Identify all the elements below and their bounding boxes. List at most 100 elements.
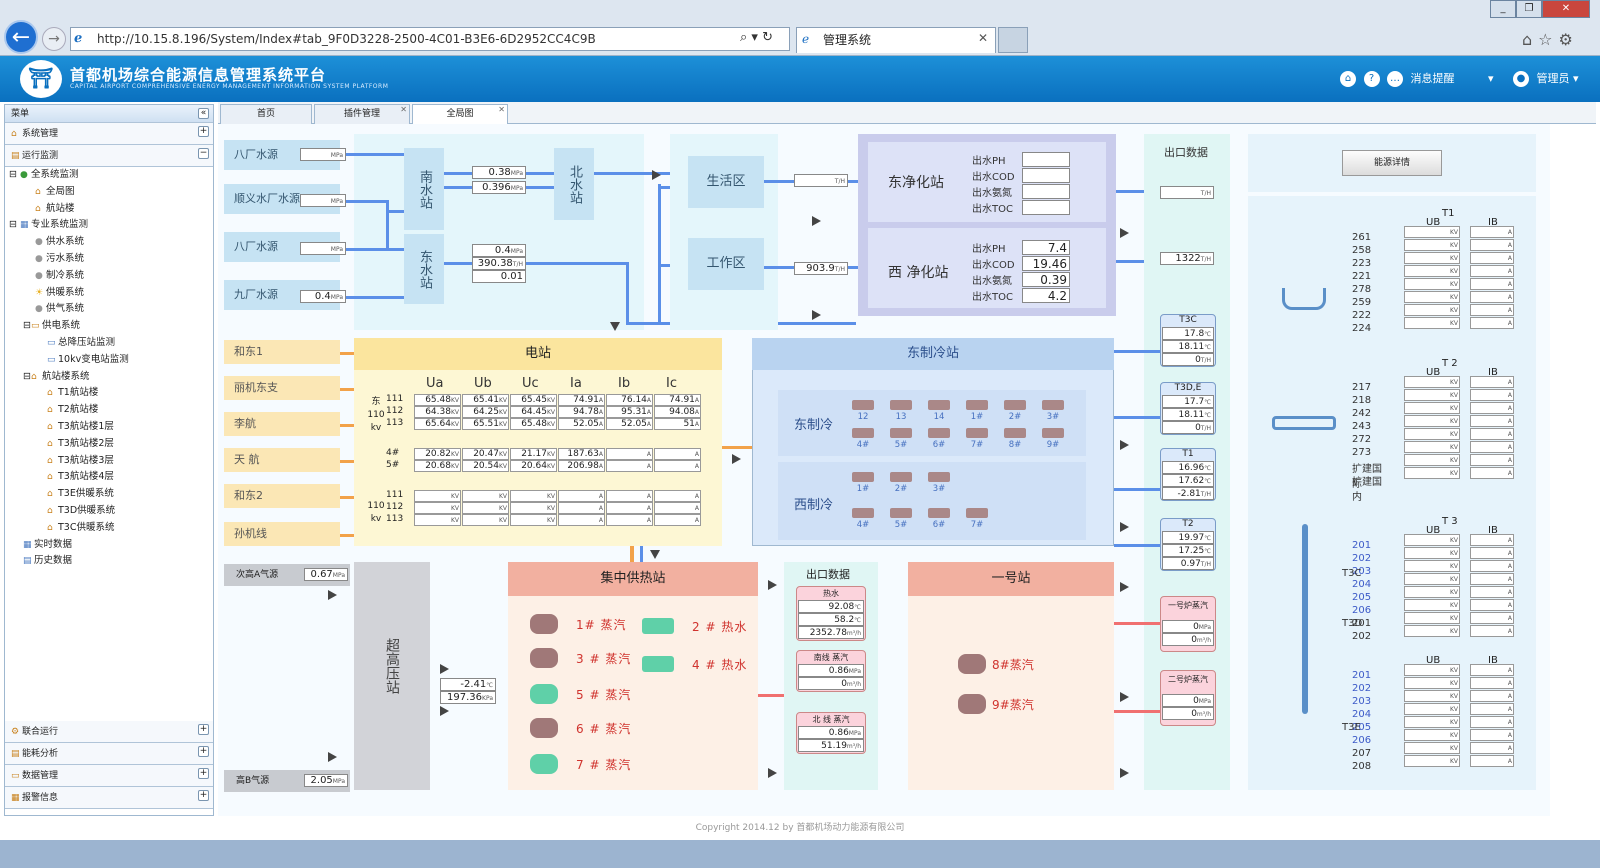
tree-item[interactable]: ●制冷系统 <box>35 269 85 281</box>
tree-item[interactable]: ⊟ ▦专业系统监测 <box>9 219 88 231</box>
gas-b-value: 2.05MPa <box>304 774 348 787</box>
tree-item[interactable]: ⌂航站楼 <box>35 202 75 214</box>
tree-item[interactable]: ⊟▭供电系统 <box>23 320 80 332</box>
export-value: 16.96℃ <box>1162 461 1214 474</box>
terminal-row-label: 206 <box>1352 735 1372 746</box>
power-row-label: 4# <box>386 448 400 458</box>
power-cell: 20.68KV <box>414 460 461 472</box>
tree-item[interactable]: ●污水系统 <box>35 252 85 264</box>
chiller-label: 7# <box>970 520 984 530</box>
terminal-ib-cell: A <box>1470 547 1514 559</box>
export-value: 0T/H <box>1162 353 1214 366</box>
gas-a-value: 0.67MPa <box>304 568 348 581</box>
tree-item[interactable]: ⊟⌂航站楼系统 <box>23 370 90 382</box>
tree-item[interactable]: ⊟ ●全系统监测 <box>9 169 79 180</box>
sidebar-item-alarm[interactable]: ▦报警信息+ <box>5 787 213 809</box>
boiler-icon <box>530 684 558 704</box>
tree-item[interactable]: ▦实时数据 <box>23 538 73 550</box>
power-cell: 65.48KV <box>510 418 557 430</box>
terminal-ib-cell: A <box>1470 677 1514 689</box>
export-group-name: T3D,E <box>1174 383 1202 393</box>
power-row-label: 5# <box>386 460 400 470</box>
search-refresh-icon[interactable]: ⌕ ▾ ↻ <box>740 30 773 45</box>
power-cell: 64.25KV <box>462 406 509 418</box>
browser-tab[interactable]: 管理系统 <box>796 27 996 53</box>
maximize-icon[interactable]: ❐ <box>1516 0 1542 18</box>
terminal-row-label: 扩建国内 <box>1352 477 1382 503</box>
terminal-row-label: 205 <box>1352 722 1372 733</box>
close-tab-icon[interactable]: ✕ <box>978 31 989 45</box>
chat-icon[interactable]: … <box>1387 71 1403 87</box>
tree-item[interactable]: ⌂T3航站楼3层 <box>47 454 114 466</box>
tree-item[interactable]: ▭总降压站监测 <box>47 336 116 348</box>
heat-export-value: 0.86MPa <box>798 726 864 739</box>
chiller-label: 8# <box>1008 440 1022 450</box>
forward-icon[interactable]: → <box>42 27 66 51</box>
tree-item[interactable]: ⌂T3航站楼2层 <box>47 437 114 449</box>
terminal-ib-cell: A <box>1470 560 1514 572</box>
tree-item[interactable]: ⌂T3航站楼4层 <box>47 471 114 483</box>
chiller-icon <box>852 428 874 438</box>
terminal-ib-cell: A <box>1470 690 1514 702</box>
tree-item[interactable]: ●供水系统 <box>35 236 85 248</box>
heat-steam-item: 7 # 蒸汽 <box>576 758 632 772</box>
terminal-ub-cell: KV <box>1404 239 1460 251</box>
sidebar-item-joint[interactable]: ⚙联合运行+ <box>5 721 213 743</box>
home-icon[interactable]: ⌂ <box>1340 71 1356 87</box>
sidebar-item-monitor[interactable]: ▤运行监测− <box>5 145 213 167</box>
tree-item[interactable]: ⌂T3D供暖系统 <box>47 504 116 516</box>
sidebar-item-energy[interactable]: ▤能耗分析+ <box>5 743 213 765</box>
ib-header: IB <box>1488 655 1498 666</box>
home-star-gear-icons[interactable]: ⌂☆⚙ <box>1522 30 1579 49</box>
power-cell: 94.08A <box>654 406 701 418</box>
energy-detail-button[interactable]: 能源详情 <box>1342 150 1442 176</box>
terminal-ub-cell: KV <box>1404 625 1460 637</box>
terminal-ub-cell: KV <box>1404 690 1460 702</box>
chiller-label: 14 <box>933 412 945 422</box>
window-controls: _ ❐ ✕ <box>1490 0 1600 18</box>
collapse-sidebar-icon[interactable]: « <box>198 108 209 119</box>
east-flow: 390.38T/H <box>472 257 526 270</box>
power-cell: KV <box>414 490 461 502</box>
minimize-icon[interactable]: _ <box>1490 0 1516 18</box>
sidebar-item-data[interactable]: ▭数据管理+ <box>5 765 213 787</box>
tree-item[interactable]: ⌂T3E供暖系统 <box>47 488 114 500</box>
tree-item[interactable]: ☀供暖系统 <box>35 286 85 298</box>
tree-item[interactable]: ▤历史数据 <box>23 555 73 567</box>
notify-link[interactable]: 消息提醒 <box>1410 72 1455 85</box>
export-value: 17.25℃ <box>1162 544 1214 557</box>
chiller-label: 7# <box>970 440 984 450</box>
new-tab-button[interactable] <box>998 27 1028 53</box>
ub-header: UB <box>1426 655 1441 666</box>
terminal-row-label: 202 <box>1352 683 1372 694</box>
terminal-ub-cell: KV <box>1404 729 1460 741</box>
terminal-ib-cell: A <box>1470 428 1514 440</box>
tree-item[interactable]: ●供气系统 <box>35 303 85 315</box>
user-name[interactable]: 管理员 <box>1536 72 1570 85</box>
terminal-ub-cell: KV <box>1404 599 1460 611</box>
tab-plugins[interactable]: 插件管理✕ <box>314 104 410 124</box>
living-flow: T/H <box>794 174 848 187</box>
power-cell: A <box>558 502 605 514</box>
tree-item[interactable]: ⌂T3航站楼1层 <box>47 420 114 432</box>
terminal-row-label: 224 <box>1352 323 1372 334</box>
work-zone: 工作区 <box>688 238 764 290</box>
power-col-header: Ua <box>426 376 444 391</box>
tree-item[interactable]: ⌂T3C供暖系统 <box>47 521 115 533</box>
tab-home[interactable]: 首页 <box>220 104 312 124</box>
sidebar-item-system[interactable]: ⌂系统管理+ <box>5 123 213 145</box>
tree-item[interactable]: ⌂T2航站楼 <box>47 404 99 416</box>
terminal-row-label: 203 <box>1352 566 1372 577</box>
address-bar[interactable]: http://10.15.8.196/System/Index#tab_9F0D… <box>70 27 790 51</box>
tree-item[interactable]: ▭10kv变电站监测 <box>47 353 129 365</box>
ie-tab-icon: ℯ <box>802 32 810 46</box>
tree-item[interactable]: ⌂T1航站楼 <box>47 387 99 399</box>
back-icon[interactable]: ← <box>4 20 38 54</box>
tree-item[interactable]: ⌂全局图 <box>35 185 75 197</box>
help-icon[interactable]: ? <box>1363 71 1380 87</box>
power-feed: 和东2 <box>224 484 340 508</box>
tab-global[interactable]: 全局图✕ <box>412 104 508 124</box>
terminal-ub-cell: KV <box>1404 428 1460 440</box>
close-icon[interactable]: ✕ <box>1542 0 1590 18</box>
